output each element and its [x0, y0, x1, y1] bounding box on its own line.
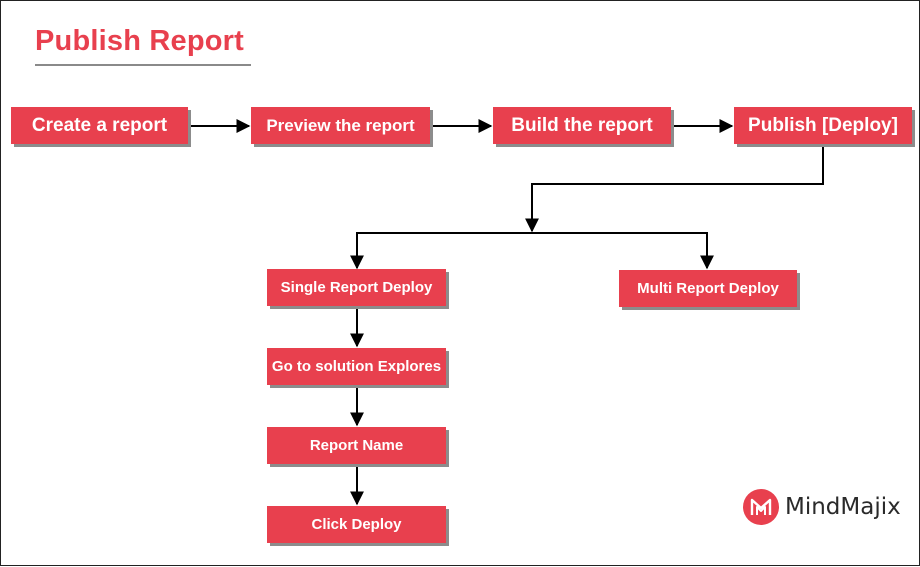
step-click-deploy: Click Deploy — [267, 506, 446, 543]
step-preview-report: Preview the report — [251, 107, 430, 144]
step-build-report: Build the report — [493, 107, 671, 144]
connector-publish-to-split — [525, 145, 824, 233]
logo-wordmark: MindMajix — [785, 494, 901, 520]
step-go-to-solution-explorer: Go to solution Explores — [267, 348, 446, 385]
step-create-report: Create a report — [11, 107, 188, 144]
page-title: Publish Report — [35, 25, 245, 57]
mindmajix-logo-icon — [743, 489, 779, 525]
title-underline — [35, 64, 251, 66]
step-publish-deploy: Publish [Deploy] — [734, 107, 912, 144]
step-multi-report-deploy: Multi Report Deploy — [619, 270, 797, 307]
brand-logo: MindMajix — [743, 489, 901, 525]
step-single-report-deploy: Single Report Deploy — [267, 269, 446, 306]
step-report-name: Report Name — [267, 427, 446, 464]
